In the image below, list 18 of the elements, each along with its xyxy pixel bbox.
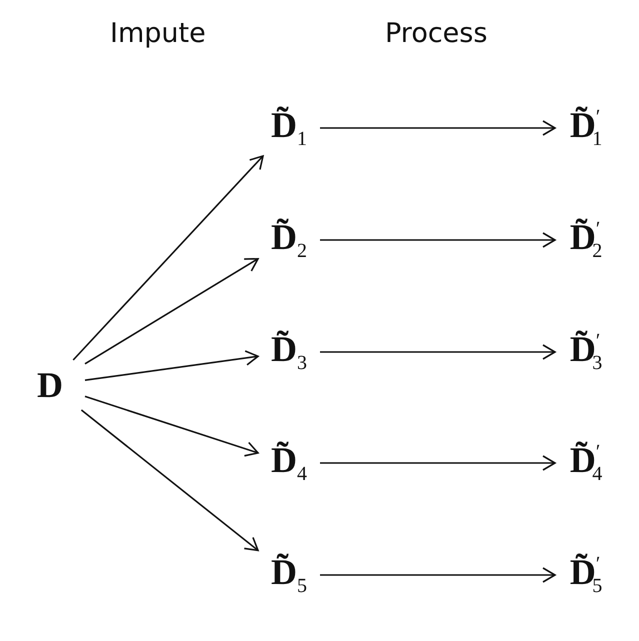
arrow: [84, 396, 259, 457]
math-symbol: D̃$_{3}$: [271, 331, 307, 373]
arrow: [84, 350, 259, 381]
arrow: [84, 258, 259, 364]
column-heading: Process: [385, 18, 488, 49]
math-symbol: D̃$_{2}$: [271, 219, 307, 261]
arrow: [320, 120, 556, 136]
arrow: [320, 567, 556, 583]
math-symbol: D: [37, 367, 63, 403]
arrow: [320, 455, 556, 471]
arrow: [320, 232, 556, 248]
arrow: [320, 344, 556, 360]
math-symbol: D̃$_{5}$: [271, 554, 307, 596]
math-symbol: D̃$_{1}$: [271, 107, 307, 149]
arrow: [80, 409, 259, 552]
math-symbol: D̃$_{4}$: [271, 442, 307, 484]
column-heading: Impute: [110, 18, 206, 49]
arrow: [72, 155, 264, 361]
